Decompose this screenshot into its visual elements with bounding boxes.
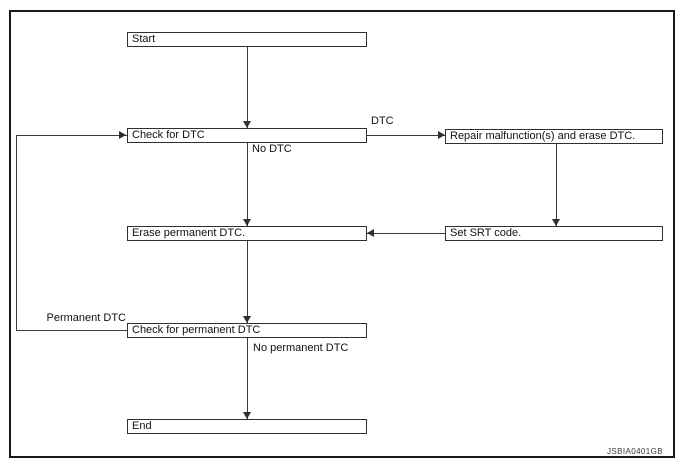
arrowhead-down-icon (552, 219, 560, 226)
connector-start-to-check-dtc (247, 47, 248, 128)
connector-check-dtc-to-repair (367, 135, 445, 136)
loop-connector-vertical (16, 135, 17, 331)
flow-node-check-dtc: Check for DTC (127, 128, 367, 143)
flow-node-end: End (127, 419, 367, 434)
arrowhead-left-icon (367, 229, 374, 237)
flow-node-repair-erase-dtc: Repair malfunction(s) and erase DTC. (445, 129, 663, 144)
connector-check-dtc-to-erase-permanent (247, 143, 248, 226)
arrowhead-down-icon (243, 219, 251, 226)
loop-connector-bottom (16, 330, 127, 331)
connector-set-srt-to-erase-permanent (367, 233, 445, 234)
arrowhead-down-icon (243, 412, 251, 419)
flow-node-check-permanent-dtc: Check for permanent DTC (127, 323, 367, 338)
flow-node-set-srt-code: Set SRT code. (445, 226, 663, 241)
edge-label-dtc: DTC (371, 115, 394, 128)
edge-label-no-permanent-dtc: No permanent DTC (253, 342, 349, 355)
arrowhead-right-icon (119, 131, 126, 139)
connector-check-permanent-to-end (247, 338, 248, 419)
flow-node-erase-permanent-dtc: Erase permanent DTC. (127, 226, 367, 241)
arrowhead-right-icon (438, 131, 445, 139)
figure-code-caption: JSBIA0401GB (607, 447, 663, 456)
connector-repair-to-set-srt (556, 144, 557, 226)
connector-erase-permanent-to-check-permanent (247, 241, 248, 323)
arrowhead-down-icon (243, 121, 251, 128)
edge-label-permanent-dtc: Permanent DTC (44, 312, 126, 325)
loop-connector-top (16, 135, 127, 136)
edge-label-no-dtc: No DTC (252, 143, 292, 156)
flow-node-start: Start (127, 32, 367, 47)
arrowhead-down-icon (243, 316, 251, 323)
